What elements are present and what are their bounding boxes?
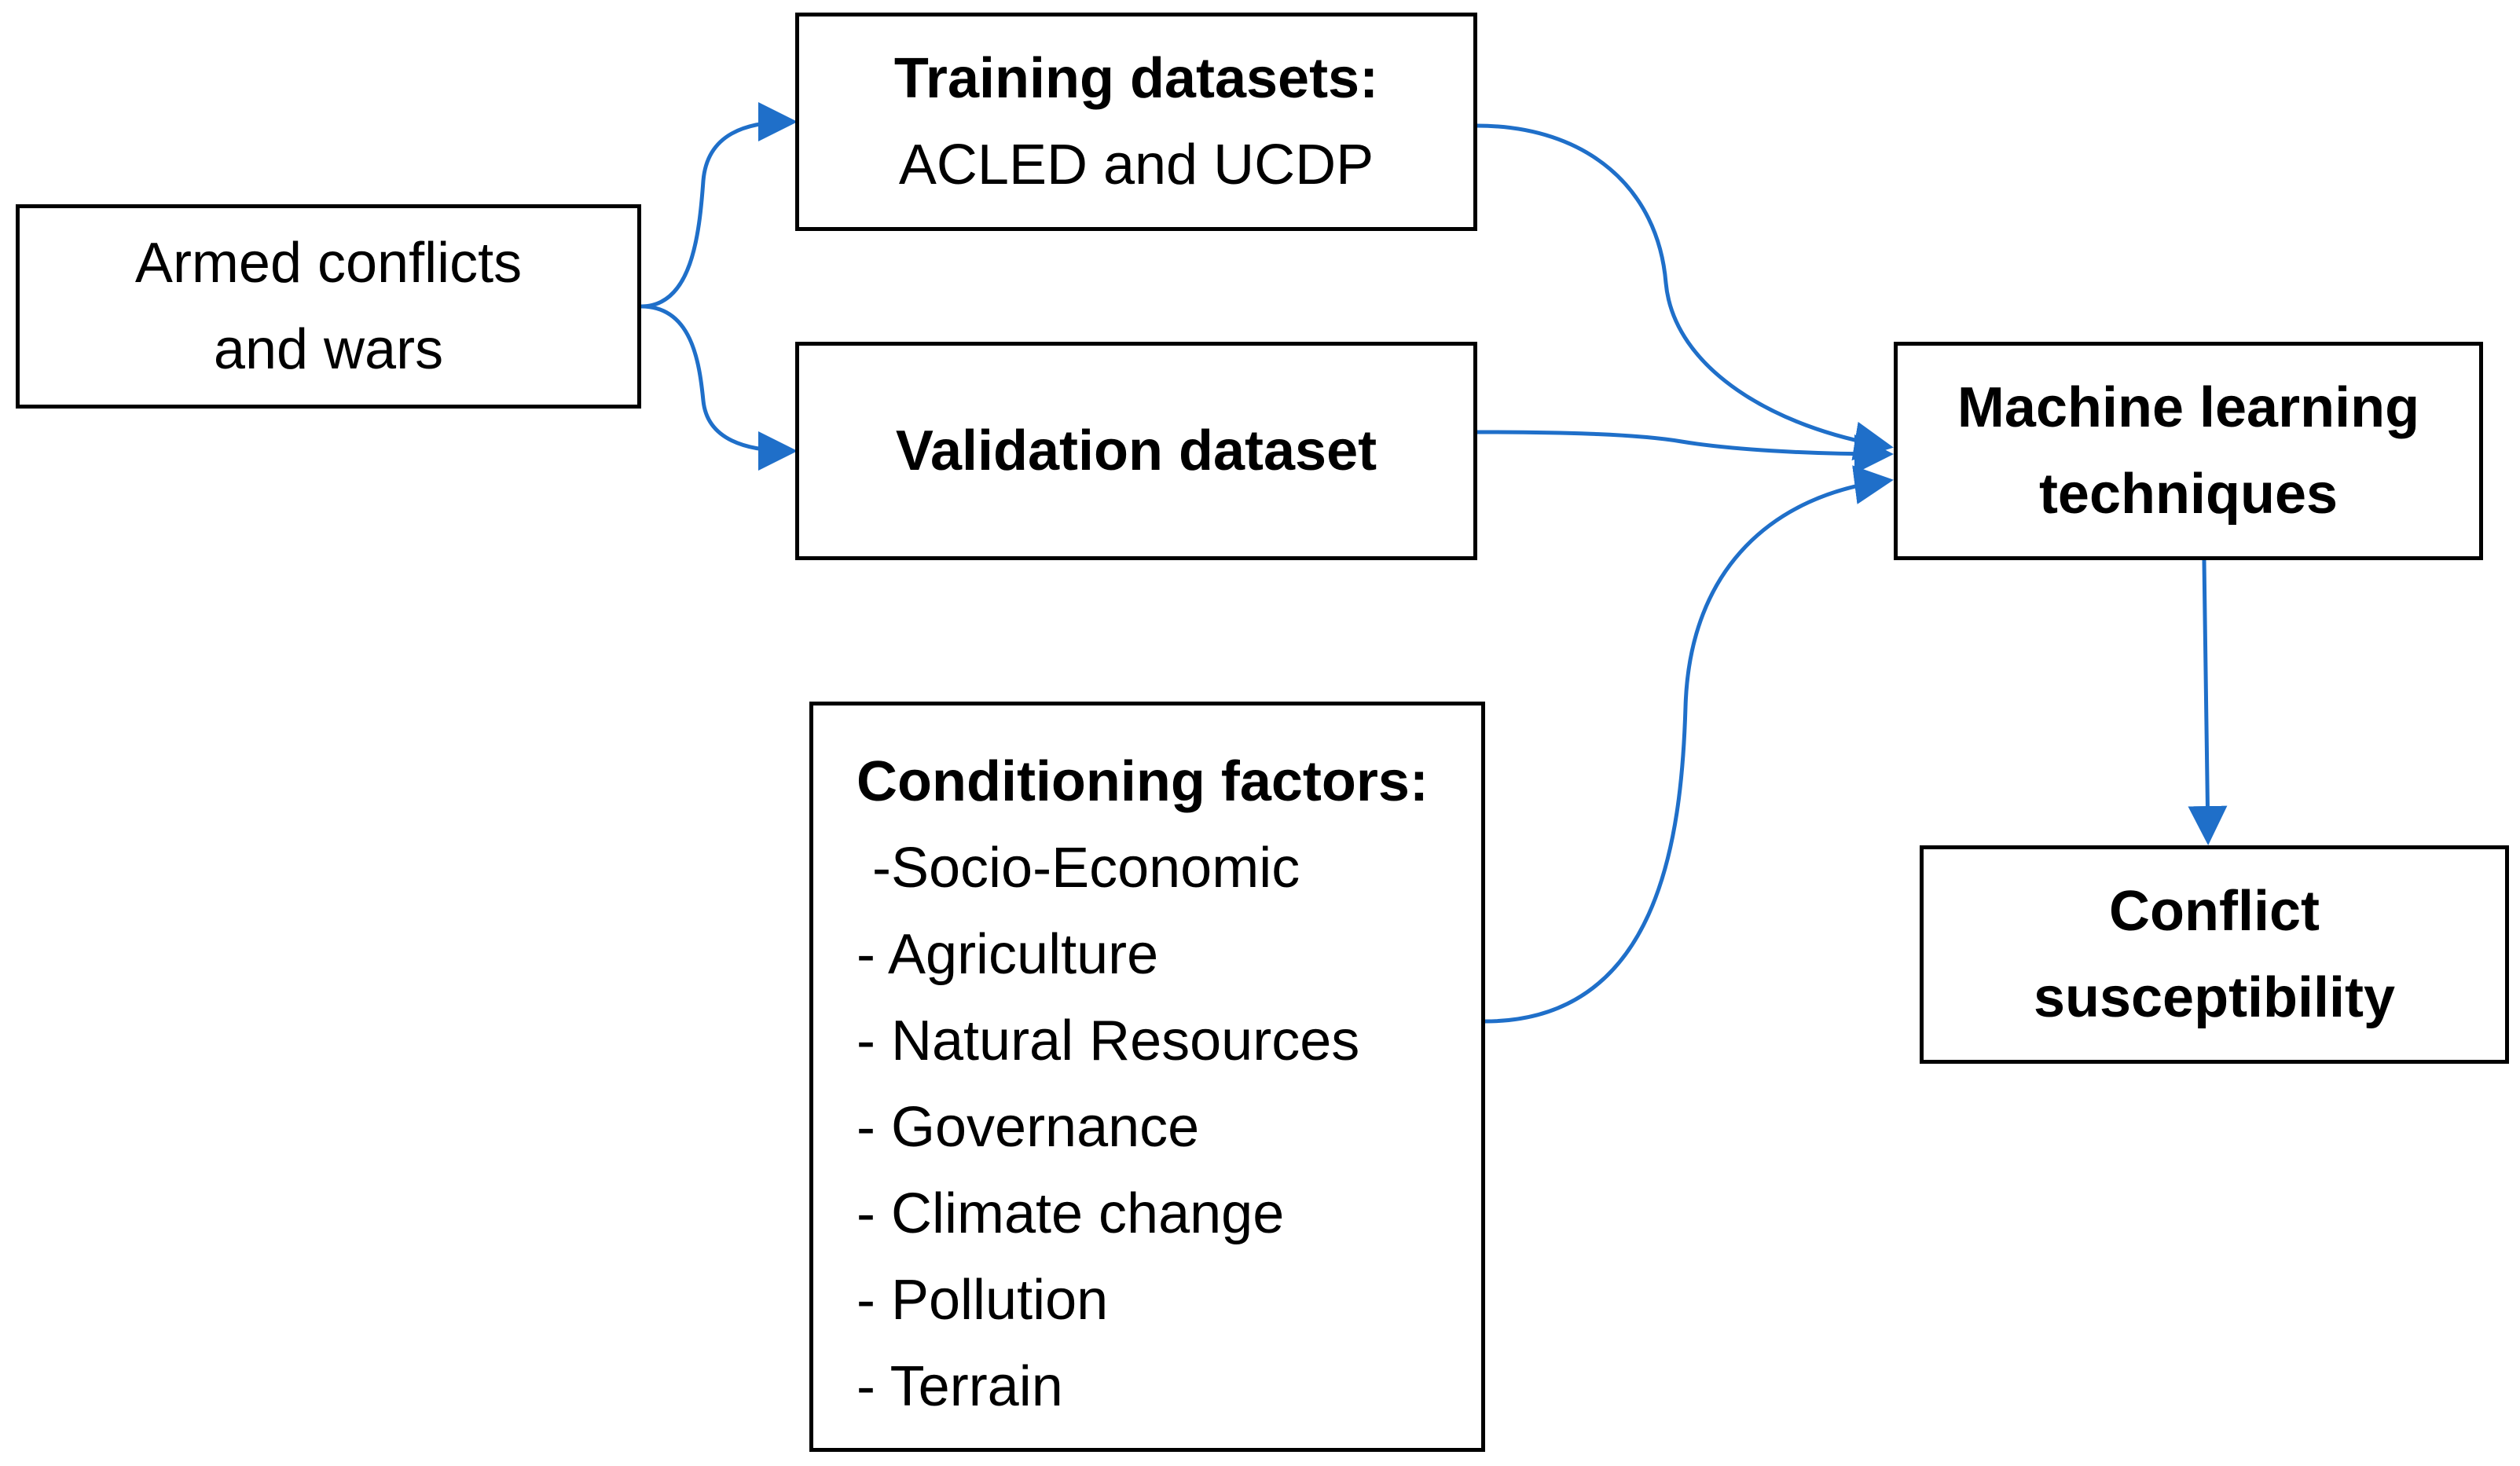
arrow-validation-to-ml xyxy=(1476,430,1894,474)
conflict-susceptibility-line-1: Conflict xyxy=(2109,880,2320,943)
armed-conflicts-line-2: and wars xyxy=(213,318,444,381)
machine-learning-line-1: Machine learning xyxy=(1957,376,2420,439)
training-datasets-subtitle: ACLED and UCDP xyxy=(898,134,1374,196)
training-datasets-title: Training datasets: xyxy=(893,47,1379,110)
conflict-susceptibility-line-2: susceptibility xyxy=(2033,966,2396,1029)
arrow-training-to-ml xyxy=(1476,123,1894,461)
factor-item-natural-resources: - Natural Resources xyxy=(857,1010,1360,1072)
validation-dataset-box: Validation dataset xyxy=(795,342,1477,560)
factor-item-governance: - Governance xyxy=(857,1096,1200,1159)
armed-conflicts-box: Armed conflicts and wars xyxy=(16,204,641,409)
conditioning-factors-title: Conditioning factors: xyxy=(857,750,1429,813)
factor-item-pollution: - Pollution xyxy=(857,1269,1109,1332)
armed-conflicts-line-1: Armed conflicts xyxy=(134,232,523,295)
conflict-susceptibility-box: Conflict susceptibility xyxy=(1920,845,2509,1064)
factor-item-terrain: - Terrain xyxy=(857,1355,1063,1418)
training-datasets-box: Training datasets: ACLED and UCDP xyxy=(795,13,1477,231)
factor-item-agriculture: - Agriculture xyxy=(857,923,1159,986)
machine-learning-line-2: techniques xyxy=(2038,463,2338,526)
arrow-armed-to-training xyxy=(640,102,798,309)
factor-item-climate-change: - Climate change xyxy=(857,1182,1285,1245)
arrow-ml-to-conflict xyxy=(2188,559,2228,845)
conditioning-factors-box: Conditioning factors: -Socio-Economic - … xyxy=(809,702,1485,1452)
factor-item-socio-economic: -Socio-Economic xyxy=(857,837,1300,900)
arrow-armed-to-validation xyxy=(640,304,798,471)
arrow-factors-to-ml xyxy=(1484,465,1894,1024)
machine-learning-box: Machine learning techniques xyxy=(1894,342,2483,560)
validation-dataset-title: Validation dataset xyxy=(895,420,1377,482)
